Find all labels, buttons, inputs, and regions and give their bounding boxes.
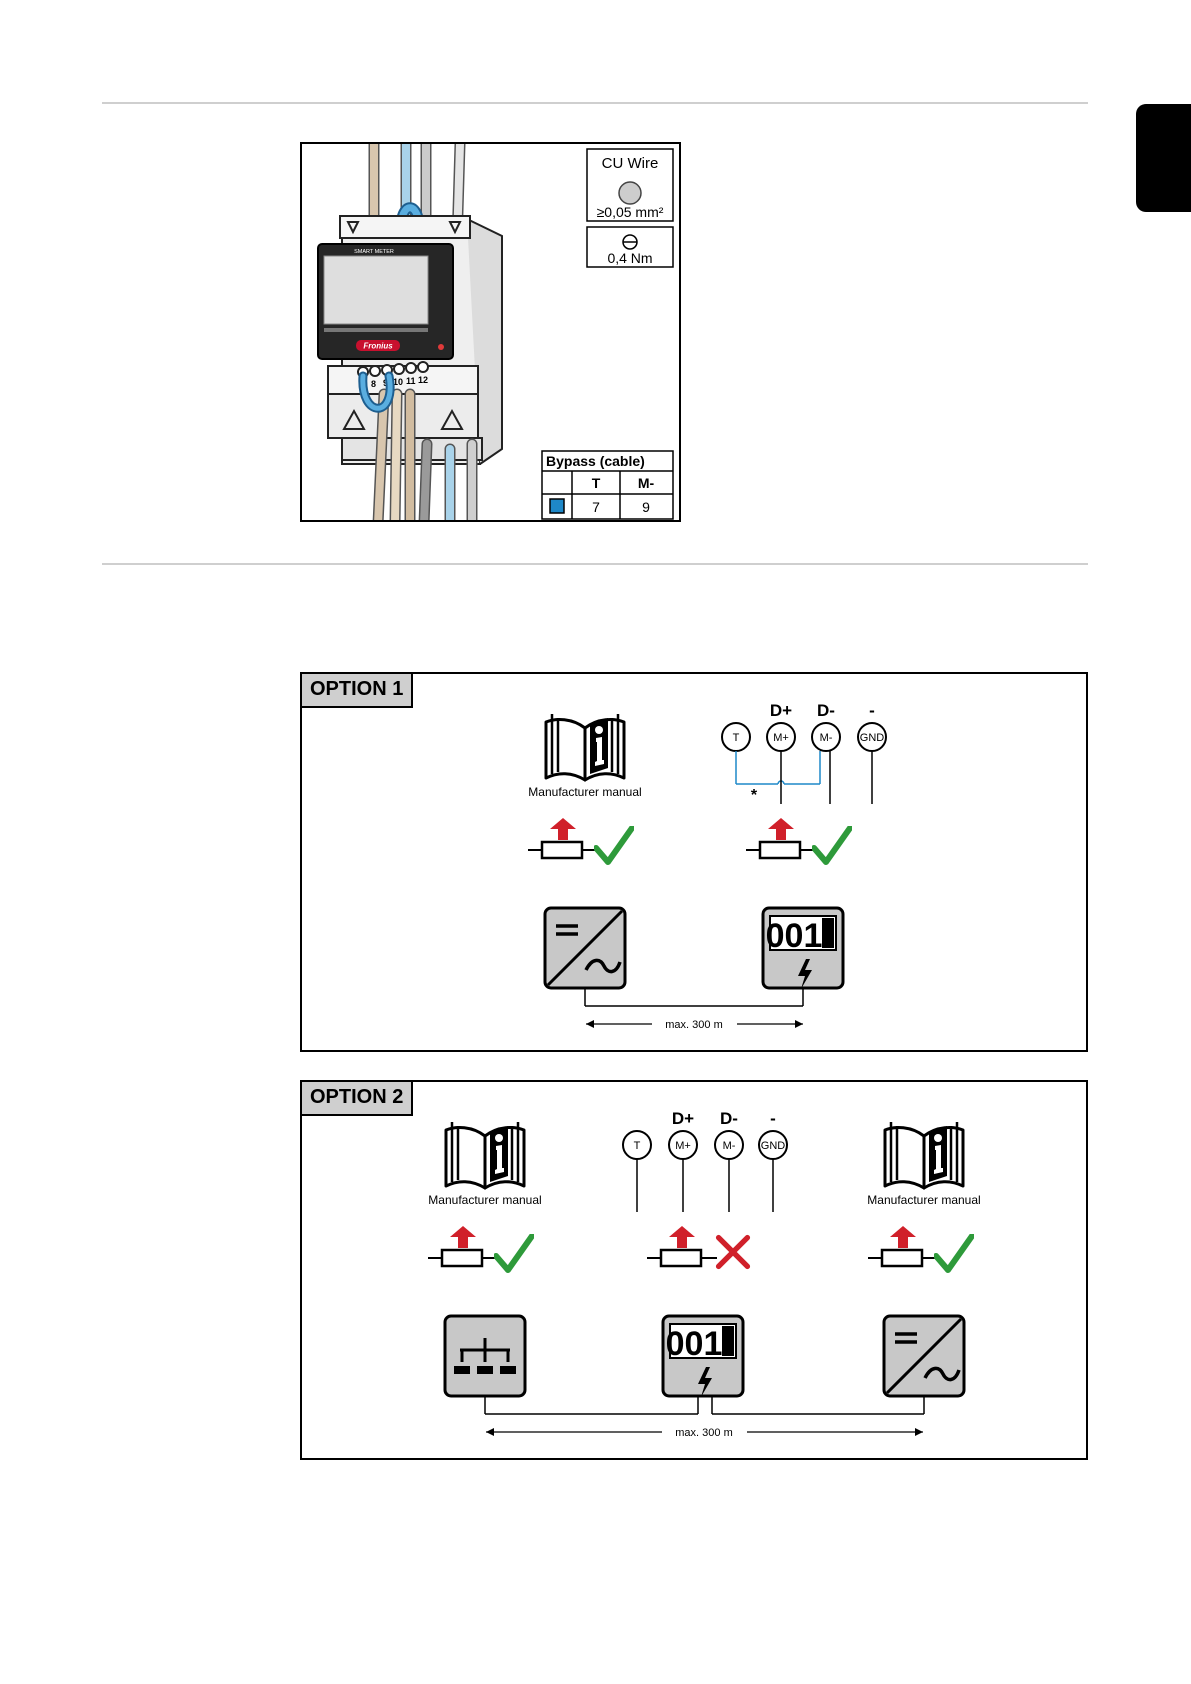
terminal-label: 11 — [406, 376, 416, 386]
top-divider — [102, 102, 1088, 104]
smart-meter-wiring-figure: SMART METER Fronius 7 8 9 10 11 12 — [300, 142, 681, 522]
option-2-figure: Manufacturer manual Manufacturer manual … — [300, 1080, 1088, 1460]
torque-value: 0,4 Nm — [607, 250, 652, 266]
bypass-table: Bypass (cable) T M- 7 9 — [542, 451, 673, 519]
bypass-value-m: 9 — [642, 499, 650, 515]
modbus-pins: D+ D- - T M+ M- GND — [623, 1109, 787, 1212]
termination-resistor-icon — [746, 842, 816, 858]
meter-digits: 001 — [766, 917, 823, 955]
option-1-figure: Manufacturer manual D+ D- - T M+ M- GND … — [300, 672, 1088, 1052]
network-device-icon — [445, 1316, 525, 1396]
screwdriver-slot-icon — [623, 235, 637, 249]
wire-spec-size: ≥0,05 mm² — [597, 204, 664, 220]
termination-resistor-icon — [868, 1250, 938, 1266]
cross-icon — [719, 1238, 748, 1267]
terminal-label: 12 — [418, 375, 428, 385]
pin-m-minus: M- — [820, 732, 833, 744]
bypass-header-m: M- — [638, 475, 655, 491]
inverter-icon — [884, 1316, 964, 1396]
device-model-label: SMART METER — [354, 249, 394, 255]
termination-resistor-icon — [428, 1250, 498, 1266]
pin-gnd: GND — [761, 1140, 786, 1152]
energy-meter-icon: 001 — [663, 1316, 743, 1397]
bus-connection: max. 300 m — [585, 988, 803, 1031]
bypass-asterisk: * — [751, 787, 758, 804]
manual-caption-left: Manufacturer manual — [428, 1193, 541, 1207]
pin-m-minus: M- — [723, 1140, 736, 1152]
check-icon — [496, 1236, 532, 1270]
check-icon — [814, 828, 850, 862]
bypass-value-t: 7 — [592, 499, 600, 515]
pin-label-gnd: - — [770, 1109, 776, 1128]
language-tab — [1136, 104, 1191, 212]
distance-label: max. 300 m — [675, 1427, 732, 1439]
pin-t: T — [733, 732, 740, 744]
distance-label: max. 300 m — [665, 1019, 722, 1031]
pin-m-plus: M+ — [773, 732, 789, 744]
bypass-header-t: T — [592, 475, 601, 491]
meter-digits: 001 — [666, 1325, 723, 1363]
pin-m-plus: M+ — [675, 1140, 691, 1152]
bypass-cable-swatch — [550, 499, 564, 513]
termination-arrow-icon — [669, 1226, 695, 1248]
pin-gnd: GND — [860, 732, 885, 744]
wire-spec-box: CU Wire ≥0,05 mm² — [587, 149, 673, 221]
energy-meter-icon: 001 — [763, 908, 843, 989]
wire-cross-section-icon — [619, 182, 641, 204]
termination-resistor-icon — [528, 842, 598, 858]
brand-logo: Fronius — [363, 342, 393, 351]
pin-label-gnd: - — [869, 701, 875, 720]
bus-connection: max. 300 m — [485, 1396, 924, 1439]
manual-book-icon — [546, 714, 624, 780]
pin-t: T — [634, 1140, 641, 1152]
modbus-pins: D+ D- - T M+ M- GND * — [722, 701, 886, 804]
middle-divider — [102, 563, 1088, 565]
inverter-icon — [545, 908, 625, 988]
manual-caption: Manufacturer manual — [528, 785, 641, 799]
wire-spec-title: CU Wire — [602, 155, 659, 172]
termination-arrow-icon — [450, 1226, 476, 1248]
pin-label-d-plus: D+ — [770, 701, 792, 720]
terminal-label: 8 — [371, 379, 376, 389]
manual-caption-right: Manufacturer manual — [867, 1193, 980, 1207]
pin-label-d-plus: D+ — [672, 1109, 694, 1128]
check-icon — [596, 828, 632, 862]
termination-arrow-icon — [550, 818, 576, 840]
bypass-title: Bypass (cable) — [546, 453, 645, 469]
termination-arrow-icon — [768, 818, 794, 840]
pin-label-d-minus: D- — [720, 1109, 738, 1128]
manual-book-icon-left — [446, 1122, 524, 1188]
option-2-label: OPTION 2 — [302, 1082, 413, 1116]
termination-arrow-icon — [890, 1226, 916, 1248]
manual-book-icon-right — [885, 1122, 963, 1188]
option-1-label: OPTION 1 — [302, 674, 413, 708]
torque-box: 0,4 Nm — [587, 227, 673, 267]
check-icon — [936, 1236, 972, 1270]
pin-label-d-minus: D- — [817, 701, 835, 720]
termination-resistor-icon — [647, 1250, 717, 1266]
